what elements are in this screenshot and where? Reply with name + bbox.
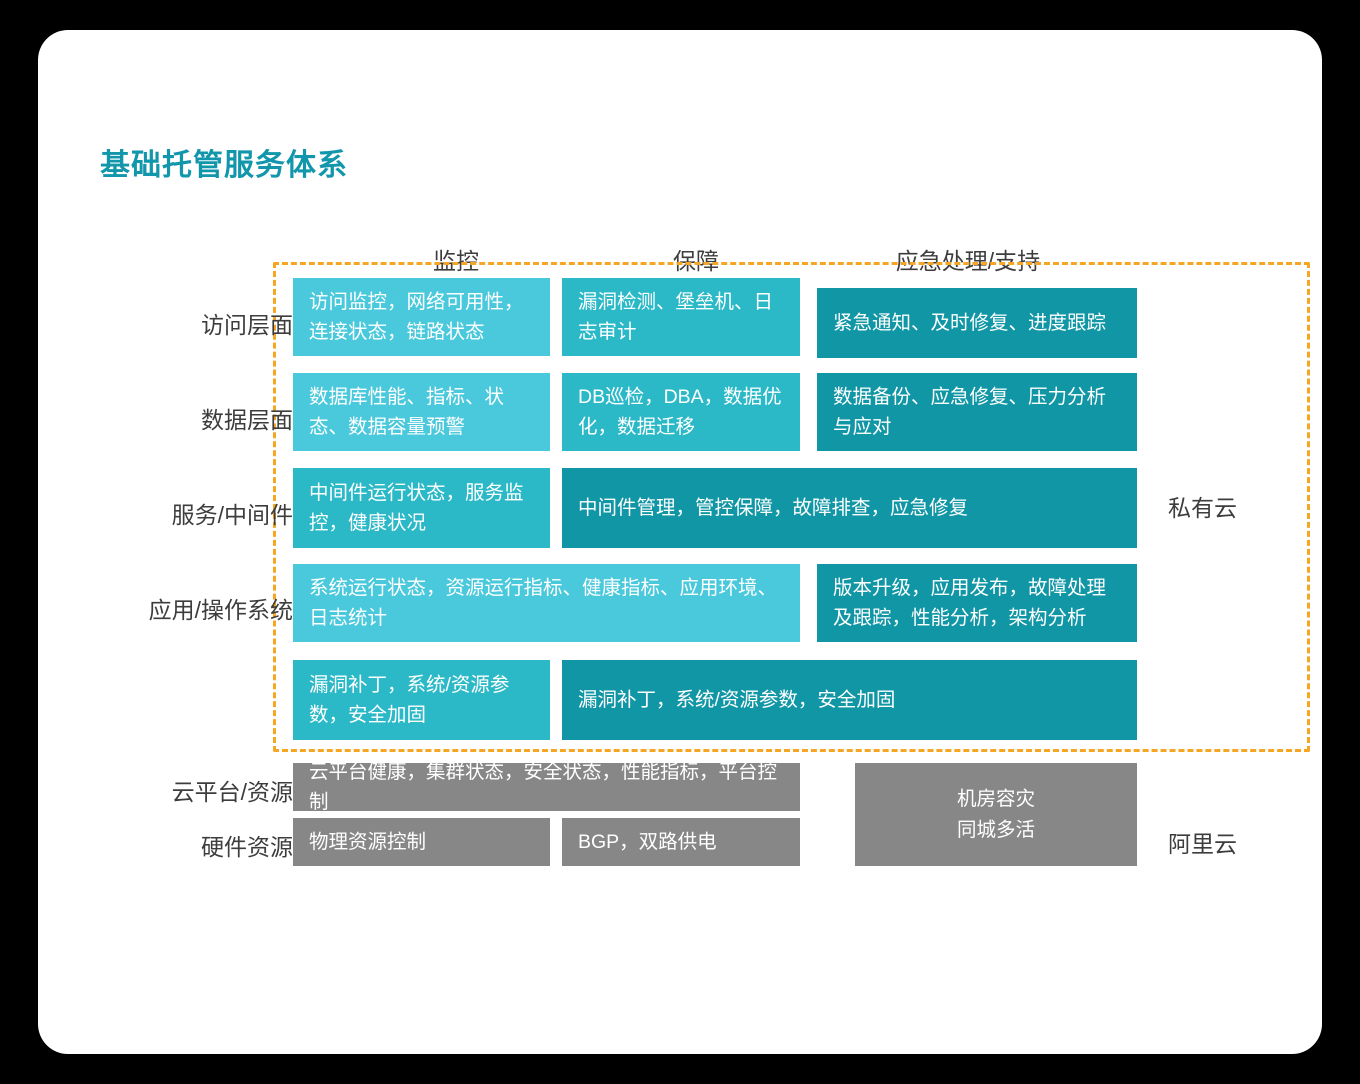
cell-application-monitoring-assurance[interactable]: 系统运行状态，资源运行指标、健康指标、应用环境、日志统计 <box>293 564 800 642</box>
row-label-application-os: 应用/操作系统 <box>148 597 293 623</box>
row-label-access-layer: 访问层面 <box>201 312 293 338</box>
cell-hardware-physical[interactable]: 物理资源控制 <box>293 818 550 866</box>
cell-data-monitoring-text: 数据库性能、指标、状态、数据容量预警 <box>309 385 505 438</box>
cell-data-assurance-text: DB巡检，DBA，数据优化，数据迁移 <box>578 385 782 438</box>
cell-data-emergency-text: 数据备份、应急修复、压力分析与应对 <box>833 385 1107 438</box>
page-title: 基础托管服务体系 <box>100 149 348 182</box>
cell-data-assurance[interactable]: DB巡检，DBA，数据优化，数据迁移 <box>562 373 800 451</box>
private-cloud-dashed-region <box>273 262 1310 752</box>
cell-hardware-physical-text: 物理资源控制 <box>309 830 427 853</box>
column-header-emergency: 应急处理/支持 <box>895 248 1041 274</box>
cell-cloud-platform-text: 云平台健康，集群状态，安全状态，性能指标，平台控制 <box>309 760 778 813</box>
cell-middleware-assurance-emergency-text: 中间件管理，管控保障，故障排查，应急修复 <box>578 496 969 519</box>
cell-access-assurance-text: 漏洞检测、堡垒机、日志审计 <box>578 290 774 343</box>
cell-application-emergency[interactable]: 版本升级，应用发布，故障处理及跟踪，性能分析，架构分析 <box>817 564 1137 642</box>
cell-access-emergency[interactable]: 紧急通知、及时修复、进度跟踪 <box>817 288 1137 358</box>
column-header-assurance: 保障 <box>673 248 719 274</box>
cell-access-monitoring-text: 访问监控，网络可用性，连接状态，链路状态 <box>309 290 524 343</box>
cell-middleware-assurance-emergency[interactable]: 中间件管理，管控保障，故障排查，应急修复 <box>562 468 1137 548</box>
cell-data-monitoring[interactable]: 数据库性能、指标、状态、数据容量预警 <box>293 373 550 451</box>
cell-access-monitoring[interactable]: 访问监控，网络可用性，连接状态，链路状态 <box>293 278 550 356</box>
row-label-service-middleware: 服务/中间件 <box>171 502 293 528</box>
cell-security-assurance-emergency[interactable]: 漏洞补丁，系统/资源参数，安全加固 <box>562 660 1137 740</box>
cell-access-assurance[interactable]: 漏洞检测、堡垒机、日志审计 <box>562 278 800 356</box>
cell-access-emergency-text: 紧急通知、及时修复、进度跟踪 <box>833 311 1107 334</box>
diagram-card: 基础托管服务体系 监控 保障 应急处理/支持 访问层面 数据层面 服务/中间件 … <box>38 30 1322 1054</box>
cell-security-monitoring[interactable]: 漏洞补丁，系统/资源参数，安全加固 <box>293 660 550 740</box>
cell-datacenter-line-2: 同城多活 <box>956 818 1035 841</box>
cell-data-emergency[interactable]: 数据备份、应急修复、压力分析与应对 <box>817 373 1137 451</box>
row-label-hardware: 硬件资源 <box>201 834 293 860</box>
cell-hardware-bgp-text: BGP，双路供电 <box>578 830 717 853</box>
cell-application-monitoring-assurance-text: 系统运行状态，资源运行指标、健康指标、应用环境、日志统计 <box>309 576 778 629</box>
cell-security-monitoring-text: 漏洞补丁，系统/资源参数，安全加固 <box>309 673 510 726</box>
cell-datacenter-disaster-recovery[interactable]: 机房容灾 同城多活 <box>855 763 1137 866</box>
cell-datacenter-line-1: 机房容灾 <box>956 788 1035 811</box>
row-label-data-layer: 数据层面 <box>201 407 293 433</box>
row-label-cloud-platform: 云平台/资源 <box>171 779 293 805</box>
cell-security-assurance-emergency-text: 漏洞补丁，系统/资源参数，安全加固 <box>578 688 896 711</box>
cell-hardware-bgp[interactable]: BGP，双路供电 <box>562 818 800 866</box>
cell-application-emergency-text: 版本升级，应用发布，故障处理及跟踪，性能分析，架构分析 <box>833 576 1107 629</box>
cell-cloud-platform[interactable]: 云平台健康，集群状态，安全状态，性能指标，平台控制 <box>293 761 800 813</box>
column-header-monitoring: 监控 <box>433 248 479 274</box>
cell-middleware-monitoring[interactable]: 中间件运行状态，服务监控，健康状况 <box>293 468 550 548</box>
side-label-alibaba-cloud: 阿里云 <box>1168 831 1237 857</box>
cell-middleware-monitoring-text: 中间件运行状态，服务监控，健康状况 <box>309 481 524 534</box>
side-label-private-cloud: 私有云 <box>1168 495 1237 521</box>
